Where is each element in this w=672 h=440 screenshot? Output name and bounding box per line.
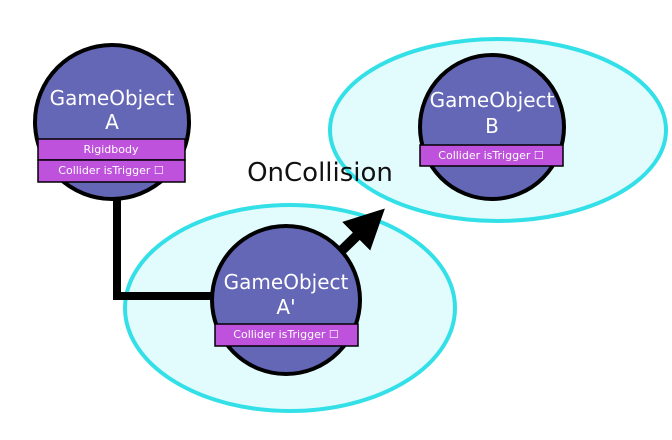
game-object-b: GameObject B Collider isTrigger ☐ bbox=[418, 53, 566, 201]
collider-component-a bbox=[37, 159, 186, 183]
game-object-b-title: GameObject bbox=[430, 88, 555, 112]
collider-component-a-prime bbox=[214, 323, 359, 347]
connector-line bbox=[113, 198, 215, 300]
on-collision-label: OnCollision bbox=[247, 158, 393, 188]
game-object-a-subtitle: A bbox=[105, 110, 119, 134]
collider-label-a: Collider isTrigger ☐ bbox=[58, 164, 163, 177]
game-object-a-title: GameObject bbox=[50, 86, 175, 110]
game-object-a: GameObject A Rigidbody Collider isTrigge… bbox=[33, 43, 191, 201]
game-object-b-subtitle: B bbox=[485, 114, 499, 138]
game-object-a-prime-title: GameObject bbox=[224, 270, 349, 294]
game-object-a-prime-subtitle: A' bbox=[276, 295, 295, 319]
collider-component-b bbox=[419, 144, 564, 167]
collider-label-b: Collider isTrigger ☐ bbox=[438, 149, 543, 162]
game-object-a-prime: GameObject A' Collider isTrigger ☐ bbox=[210, 224, 362, 376]
collider-label-a-prime: Collider isTrigger ☐ bbox=[233, 328, 338, 341]
rigidbody-label: Rigidbody bbox=[84, 143, 139, 156]
